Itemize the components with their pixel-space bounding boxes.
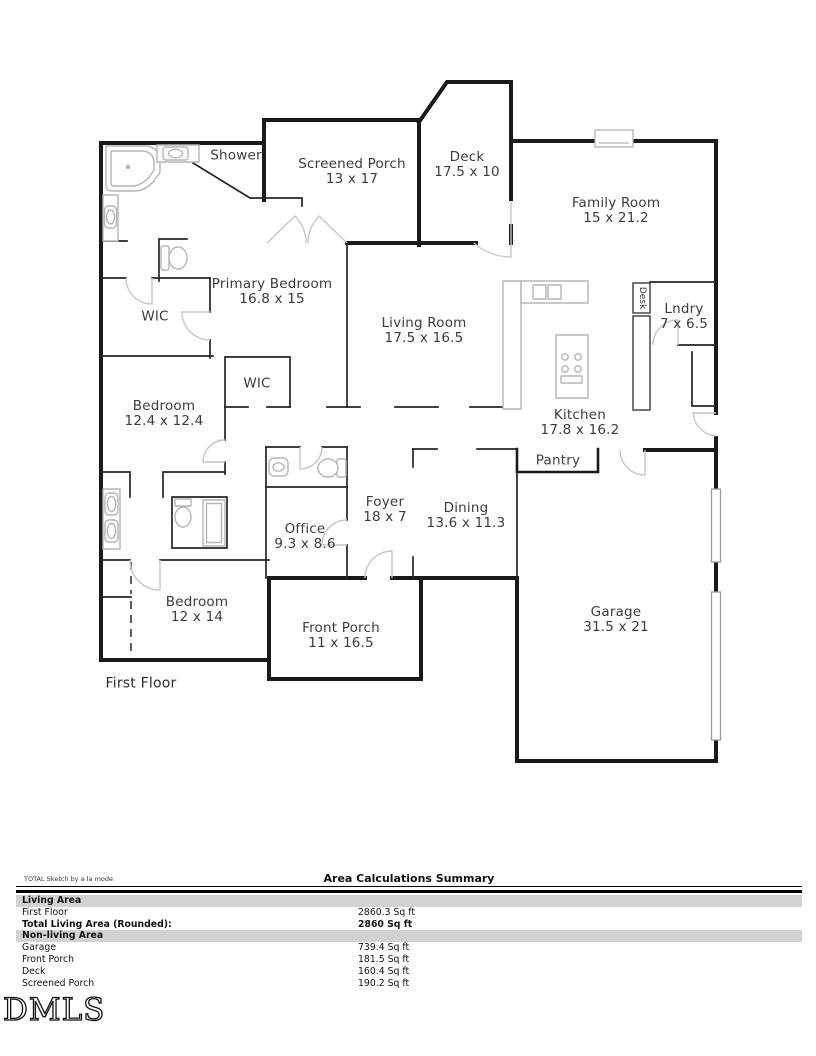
vanity-sink-icon	[102, 194, 119, 242]
area-calculations-summary: TOTAL Sketch by a la mode Area Calculati…	[16, 866, 802, 989]
floor-title: First Floor	[105, 675, 177, 692]
summary-row-total-living: Total Living Area (Rounded):2860 Sq ft	[22, 918, 413, 930]
room-label-wic-1: WIC	[141, 308, 169, 325]
summary-header: TOTAL Sketch by a la mode Area Calculati…	[16, 866, 802, 886]
desk-label: Desk	[636, 286, 647, 310]
dmls-logo: DMLS	[2, 991, 106, 1028]
floor-plan-svg	[99, 80, 722, 763]
sketch-credit: TOTAL Sketch by a la mode	[24, 875, 114, 883]
stove-island-icon	[555, 334, 589, 399]
fixtures	[102, 144, 589, 550]
summary-section-nonliving: Non-living Area	[16, 930, 802, 943]
toilet-icon	[160, 245, 188, 271]
shower-stall-icon	[202, 499, 226, 547]
garage-door-icons	[710, 488, 722, 741]
corner-tub-icon	[105, 145, 161, 192]
double-vanity-icon	[102, 488, 121, 550]
toilet-icon	[174, 498, 192, 528]
room-label-shower: Shower	[210, 147, 262, 164]
window-icon	[594, 129, 634, 148]
walls-thin	[100, 161, 717, 598]
door-arcs	[125, 201, 717, 591]
sink-icon	[268, 457, 289, 477]
summary-title: Area Calculations Summary	[323, 872, 495, 885]
room-label-pantry: Pantry	[535, 452, 581, 469]
vanity-sink-icon	[156, 144, 200, 163]
summary-divider	[16, 886, 802, 895]
kitchen-counter-icon	[502, 280, 589, 410]
summary-section-living: Living Area	[16, 895, 802, 907]
toilet-icon	[317, 458, 347, 478]
desk-cabinet-icons	[632, 282, 651, 411]
walls-pantry	[515, 447, 600, 474]
room-label-wic-2: WIC	[243, 375, 271, 392]
